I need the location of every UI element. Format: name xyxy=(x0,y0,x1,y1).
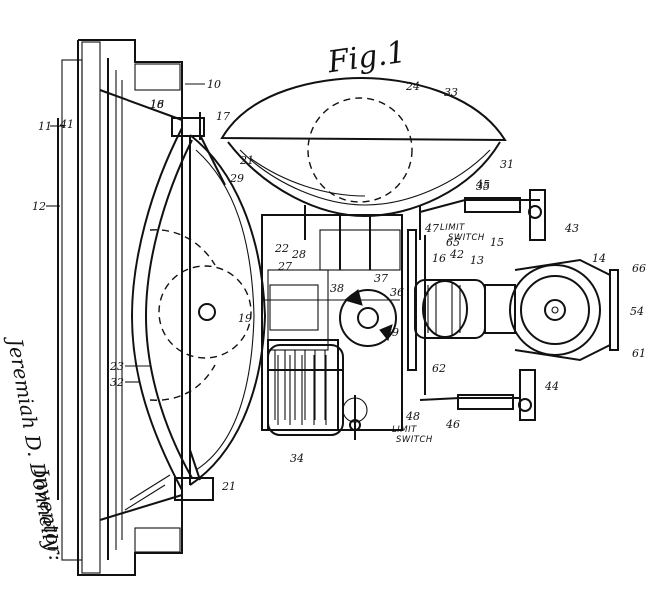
ref-28: 28 xyxy=(291,248,306,261)
ref-65: 65 xyxy=(446,236,460,249)
ref-10: 10 xyxy=(207,78,221,91)
upper-lamp xyxy=(220,76,507,270)
ref-14: 14 xyxy=(592,252,606,265)
ref-38: 38 xyxy=(330,282,344,295)
inventor-name: Jeremiah D. Donnelly xyxy=(2,333,64,554)
ref-31: 31 xyxy=(500,158,514,171)
ref-45: 45 xyxy=(475,178,490,191)
limit-switch-lower-line1: LIMIT xyxy=(392,425,417,435)
ref-34: 34 xyxy=(290,452,304,465)
ref-19: 19 xyxy=(238,312,252,325)
ref-46: 46 xyxy=(445,418,460,431)
ref-18: 18 xyxy=(150,98,164,111)
ref-42: 42 xyxy=(449,248,464,261)
ref-36: 36 xyxy=(390,286,404,299)
ref-35: 35 xyxy=(476,180,490,193)
limit-switch-lower-line2: SWITCH xyxy=(396,435,433,445)
ref-22: 22 xyxy=(274,242,289,255)
ref-66: 66 xyxy=(632,262,646,275)
ref-37: 37 xyxy=(374,272,388,285)
ref-21b: 21 xyxy=(221,480,236,493)
reference-numerals: 10 11 12 16 17 21 29 22 28 27 19 23 32 2… xyxy=(32,78,646,493)
ref-17: 17 xyxy=(216,110,230,123)
ref-44: 44 xyxy=(544,380,559,393)
housing-frame xyxy=(57,39,183,576)
ref-13: 13 xyxy=(470,254,484,267)
limit-switch-upper-line1: LIMIT xyxy=(440,223,465,233)
main-lamp xyxy=(124,112,267,511)
ref-15: 15 xyxy=(490,236,504,249)
right-motor xyxy=(407,229,516,371)
ref-12: 12 xyxy=(32,200,46,213)
ref-32: 32 xyxy=(110,376,124,389)
ref-29: 29 xyxy=(229,172,244,185)
ref-33: 33 xyxy=(444,86,458,99)
drive-drum xyxy=(509,258,619,362)
ref-61: 61 xyxy=(632,347,646,360)
ref-48: 48 xyxy=(405,410,420,423)
ref-16b: 16 xyxy=(432,252,446,265)
ref-43: 43 xyxy=(564,222,579,235)
figure-title: Fig.1 xyxy=(325,35,408,81)
ref-11: 11 xyxy=(38,120,52,133)
ref-16: 16 xyxy=(150,98,164,111)
limit-switches xyxy=(419,189,546,421)
ref-24: 24 xyxy=(405,80,420,93)
ref-39: 39 xyxy=(385,326,399,339)
ref-47: 47 xyxy=(424,222,439,235)
ref-62: 62 xyxy=(432,362,446,375)
ref-41: 41 xyxy=(59,118,74,131)
limit-switch-upper-line2: SWITCH xyxy=(448,233,485,243)
ref-23: 23 xyxy=(109,360,124,373)
ref-54: 54 xyxy=(630,305,644,318)
lower-motor xyxy=(267,344,344,436)
ref-27: 27 xyxy=(277,260,292,273)
ref-21a: 21 xyxy=(239,154,254,167)
